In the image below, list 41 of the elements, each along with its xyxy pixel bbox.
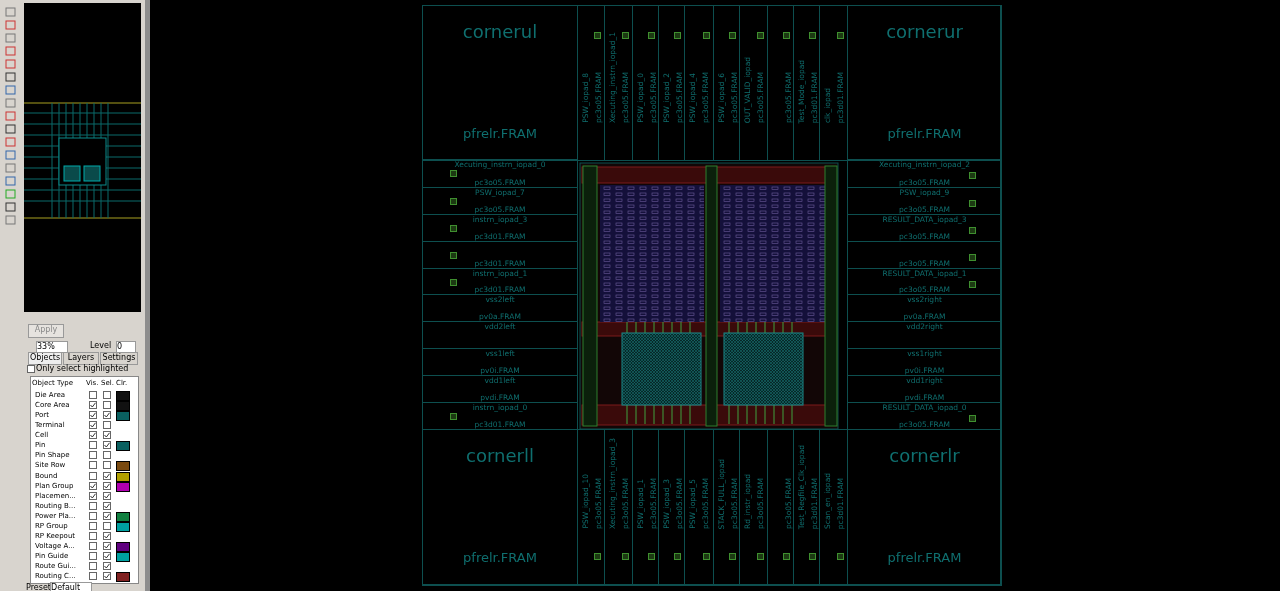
io-pad-cell: [847, 402, 1002, 430]
objects-tab: Objects: [28, 352, 62, 365]
io-pad-cell: [819, 429, 848, 586]
io-pad-cell: [422, 159, 578, 188]
apply-button: Apply: [28, 324, 64, 338]
io-pad-cell: [847, 159, 1002, 188]
instance-name: cornerlr: [888, 446, 961, 466]
instance-name: cornerur: [885, 22, 964, 42]
cell-name: pfrelr.FRAM: [462, 550, 538, 565]
io-pad-cell: [847, 268, 1002, 295]
io-pad-cell: [847, 348, 1002, 376]
io-pad-cell: [658, 429, 685, 586]
io-pad-cell: [577, 429, 605, 586]
corner-cell: [847, 5, 1002, 161]
io-pad-cell: [847, 241, 1002, 269]
io-pad-cell: [847, 214, 1002, 242]
preset-label: Preset: [26, 583, 51, 591]
io-pad-cell: [847, 187, 1002, 215]
io-pad-cell: [767, 429, 794, 586]
io-pad-cell: [632, 429, 659, 586]
cell-name: pfrelr.FRAM: [886, 126, 963, 141]
corner-cell: [847, 429, 1002, 586]
io-pad-cell: [713, 429, 740, 586]
io-pad-cell: [847, 294, 1002, 322]
io-pad-cell: [793, 429, 820, 586]
io-pad-cell: [604, 429, 633, 586]
instance-name: cornerul: [461, 22, 539, 42]
checkbox-label: Only select highlighted: [36, 364, 129, 374]
io-pad-cell: [739, 429, 768, 586]
layers-tab: Layers: [63, 352, 99, 365]
cell-name: pfrelr.FRAM: [886, 550, 963, 565]
preset-dropdown: Default: [50, 582, 92, 591]
io-pad-cell: [847, 375, 1002, 403]
instance-name: cornerll: [465, 446, 535, 466]
level-field: 0: [116, 341, 136, 353]
io-pad-cell: [847, 321, 1002, 349]
cell-name: pfrelr.FRAM: [462, 126, 538, 141]
zoom-dropdown: 33%: [36, 341, 68, 353]
io-pad-cell: [684, 429, 714, 586]
level-label: Level: [90, 341, 112, 351]
settings-tab: Settings: [100, 352, 138, 365]
